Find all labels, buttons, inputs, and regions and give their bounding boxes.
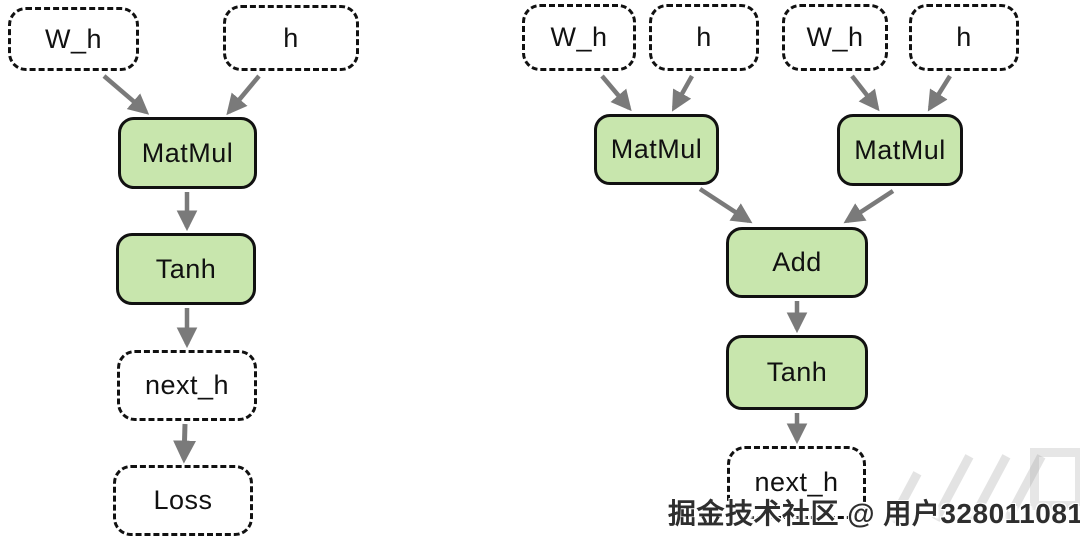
node-h-left: h xyxy=(223,5,359,71)
node-nexth-left: next_h xyxy=(117,350,257,421)
node-wh2-right: W_h xyxy=(782,4,888,71)
node-tanh-right: Tanh xyxy=(726,335,868,410)
edge-nexth-to-loss-left xyxy=(173,423,197,464)
node-matmul2-right: MatMul xyxy=(837,114,963,186)
edge-wh1-to-matmul1-right xyxy=(600,74,632,112)
node-h1-right: h xyxy=(649,4,759,71)
edge-h2-to-matmul2-right xyxy=(927,74,952,112)
node-matmul1-right: MatMul xyxy=(594,114,719,185)
node-wh1-right: W_h xyxy=(522,4,636,71)
edge-wh2-to-matmul2-right xyxy=(850,74,880,112)
node-h2-right: h xyxy=(909,4,1019,71)
edge-h-to-matmul-left xyxy=(226,74,261,116)
edge-matmul1-to-add-right xyxy=(698,187,753,224)
node-loss-left: Loss xyxy=(113,465,253,536)
edge-matmul2-to-add-right xyxy=(843,189,895,224)
edge-wh-to-matmul-left xyxy=(102,74,150,115)
node-tanh-left: Tanh xyxy=(116,233,256,305)
node-wh-left: W_h xyxy=(8,7,139,71)
node-add-right: Add xyxy=(726,227,868,298)
node-matmul-left: MatMul xyxy=(118,117,257,189)
node-nexth-right: next_h xyxy=(727,446,866,519)
watermark-text: 掘金技术社区 @ 用户32801108110 xyxy=(668,498,1080,529)
edge-h1-to-matmul1-right xyxy=(671,74,694,112)
